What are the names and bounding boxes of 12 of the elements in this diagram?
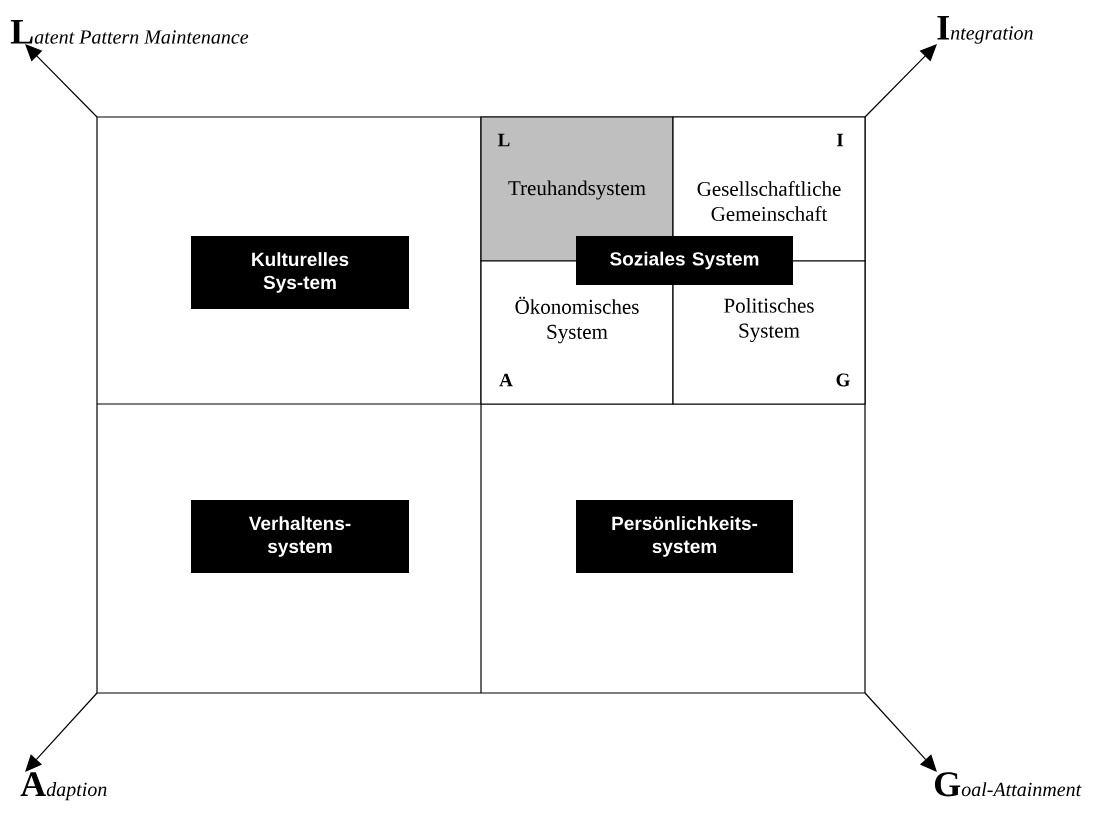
arrow: [864, 44, 937, 118]
label-box: Kulturelles Sys-tem: [191, 236, 409, 309]
label-box: Soziales System: [576, 236, 793, 285]
corner-label: Adaption: [20, 772, 107, 801]
arrow: [25, 692, 98, 772]
label-box: Verhaltens-system: [191, 500, 409, 573]
arrow: [864, 692, 937, 772]
label-box: Persönlichkeits-system: [576, 500, 793, 573]
corner-label: Latent Pattern Maintenance: [10, 20, 249, 44]
corner-label: Integration: [937, 15, 1033, 44]
corner-label: Goal-Attainment: [934, 772, 1082, 797]
arrow: [25, 44, 98, 118]
